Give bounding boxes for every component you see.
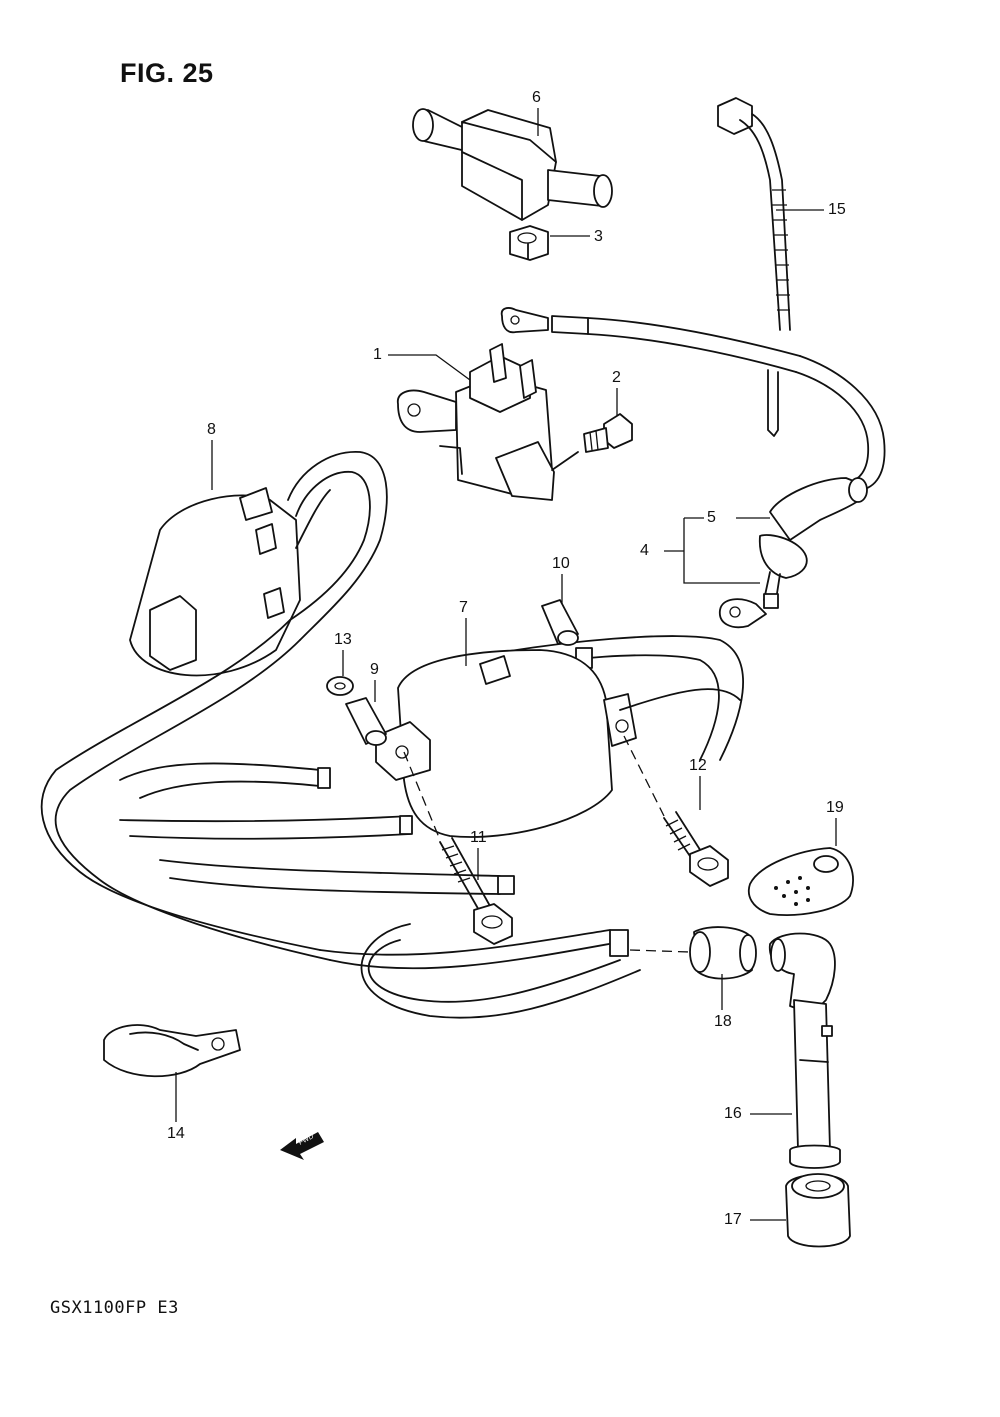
fwd-arrow-icon: FWD xyxy=(280,1132,324,1160)
callout-6: 6 xyxy=(532,89,541,106)
callout-12: 12 xyxy=(689,757,707,774)
callout-4: 4 xyxy=(640,542,649,559)
part-1-starter-relay xyxy=(397,343,579,501)
callout-7: 7 xyxy=(459,599,468,616)
part-3-nut xyxy=(509,225,549,261)
model-code: GSX1100FP E3 xyxy=(50,1298,179,1318)
callout-16: 16 xyxy=(724,1105,742,1122)
callout-3: 3 xyxy=(594,228,603,245)
part-12-bolt xyxy=(623,735,729,887)
battery-cable xyxy=(500,307,886,629)
part-9-cap xyxy=(345,697,387,746)
callout-11: 11 xyxy=(470,829,487,846)
part-8-ignition-coil xyxy=(129,451,388,677)
part-13-washer xyxy=(326,676,354,696)
part-15-cable-tie xyxy=(717,97,791,437)
part-17-cover xyxy=(785,1173,851,1248)
part-2-bolt xyxy=(583,413,633,453)
part-18-seal xyxy=(629,926,757,980)
callout-17: 17 xyxy=(724,1211,742,1228)
callout-15: 15 xyxy=(828,201,846,218)
part-16-plug-cap xyxy=(768,932,841,1169)
callout-13: 13 xyxy=(334,631,352,648)
part-10-cap xyxy=(541,599,579,646)
callout-14: 14 xyxy=(167,1125,185,1142)
callout-18: 18 xyxy=(714,1013,732,1030)
callout-1: 1 xyxy=(373,346,382,363)
figure-title: FIG. 25 xyxy=(120,58,214,88)
part-7-ignition-coil xyxy=(375,635,744,838)
callout-2: 2 xyxy=(612,369,621,386)
part-6-hose-joint xyxy=(412,108,613,221)
part-19-grommet xyxy=(748,847,854,916)
part-14-clamp xyxy=(103,1024,241,1078)
leader-lines xyxy=(175,108,837,1221)
callout-19: 19 xyxy=(826,799,844,816)
callout-9: 9 xyxy=(370,661,379,678)
callout-8: 8 xyxy=(207,421,216,438)
high-tension-leads xyxy=(40,619,641,1019)
part-11-bolt xyxy=(403,751,513,945)
callout-10: 10 xyxy=(552,555,570,572)
callout-5: 5 xyxy=(707,509,716,526)
